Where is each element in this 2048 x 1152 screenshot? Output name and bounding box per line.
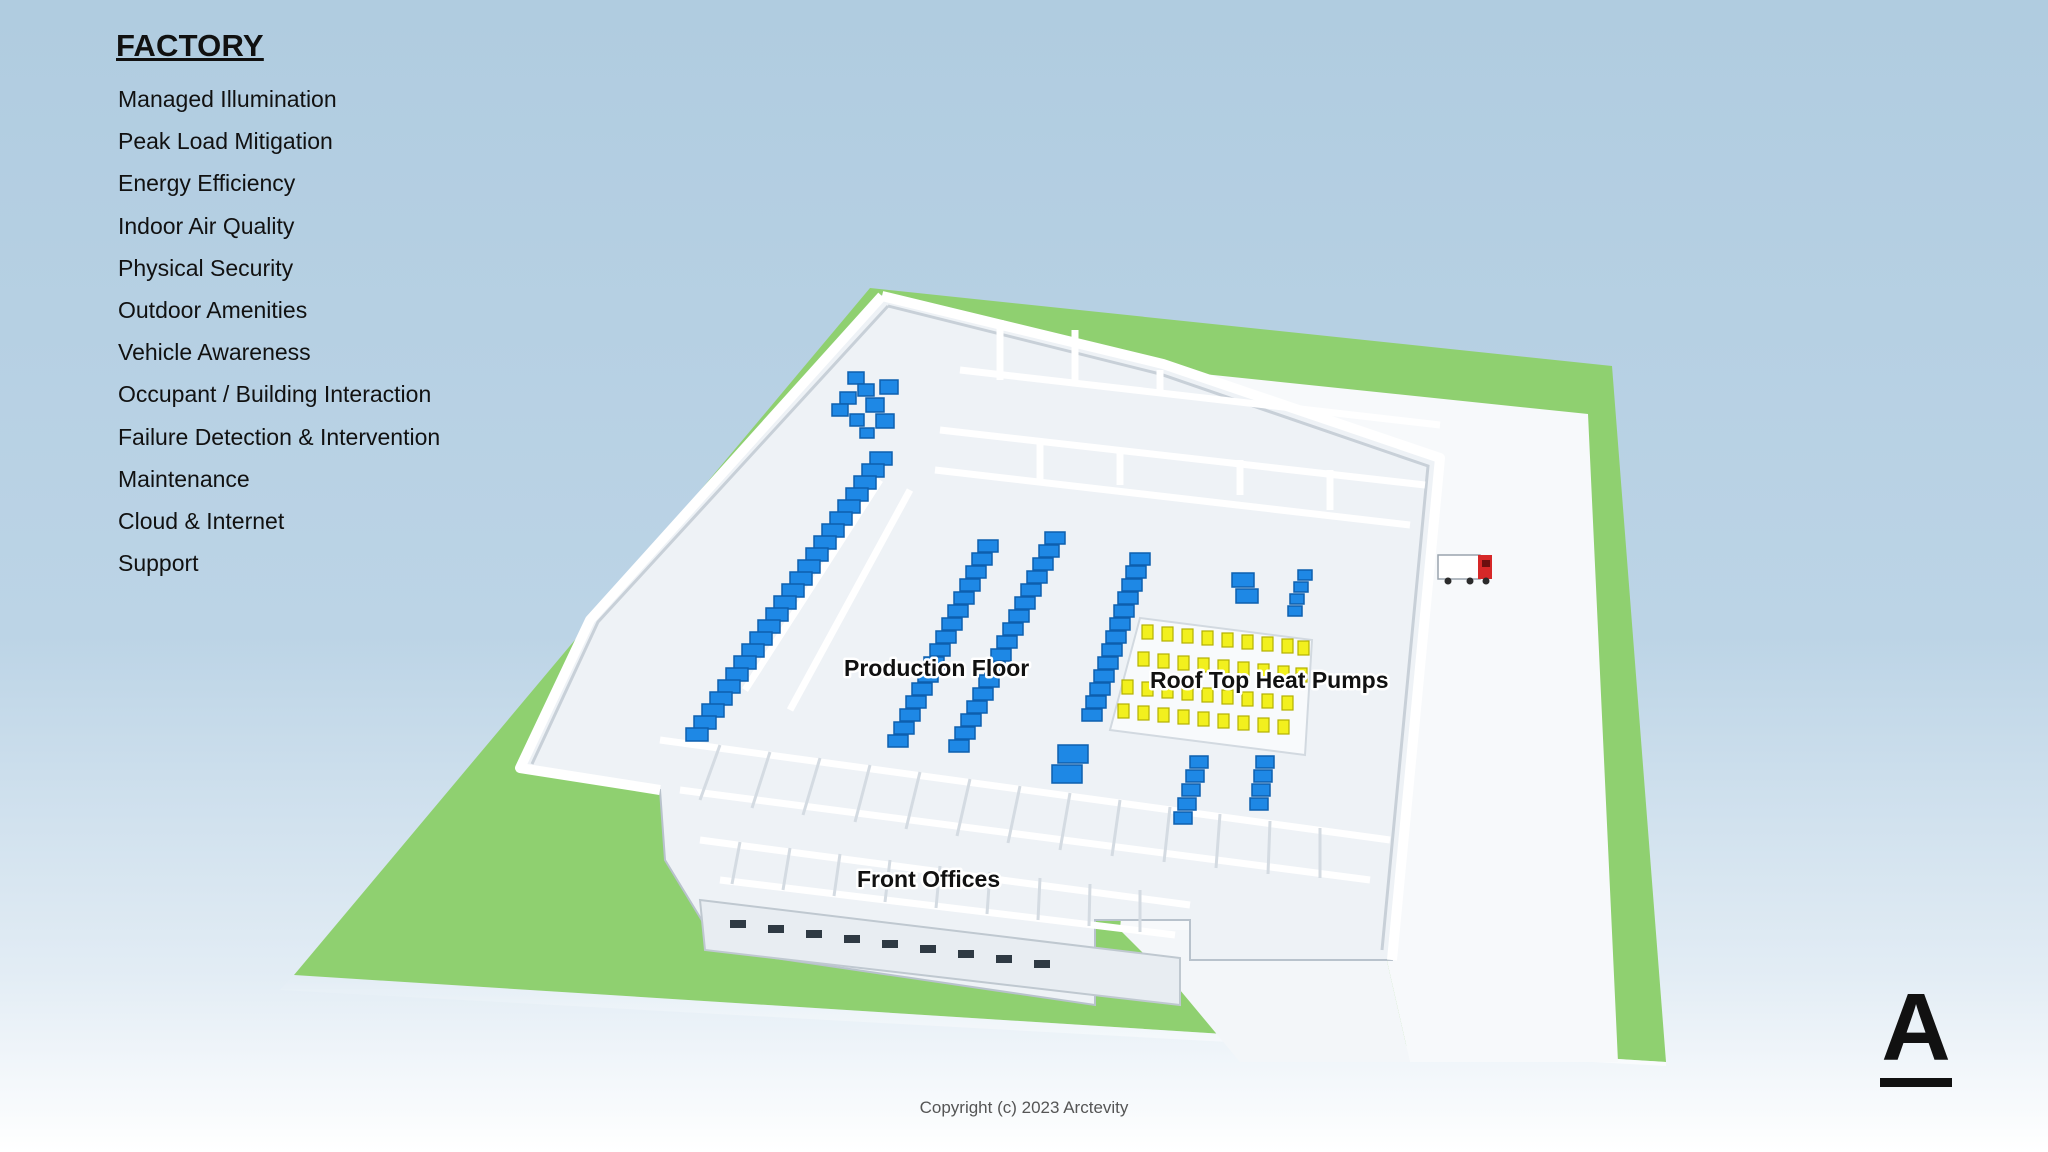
feature-sidebar: FACTORY Managed Illumination Peak Load M… <box>116 28 616 584</box>
outer-wall-shadows <box>530 304 1430 951</box>
production-equipment <box>685 371 1313 825</box>
feature-list: Managed Illumination Peak Load Mitigatio… <box>116 78 616 584</box>
label-roof-top-heat-pumps: Roof Top Heat Pumps <box>1150 667 1389 693</box>
driveway <box>1120 930 1410 1062</box>
feature-item: Outdoor Amenities <box>118 296 308 323</box>
interior-walls <box>659 320 1441 939</box>
feature-item: Vehicle Awareness <box>118 339 311 366</box>
feature-item: Cloud & Internet <box>118 507 285 534</box>
brand-logo: A <box>1880 980 1952 1087</box>
feature-item: Occupant / Building Interaction <box>118 381 432 408</box>
feature-item: Peak Load Mitigation <box>118 128 333 155</box>
heat-pump-units <box>1117 624 1310 735</box>
feature-item: Maintenance <box>118 465 250 492</box>
feature-item: Failure Detection & Intervention <box>118 423 441 450</box>
logo-underline <box>1880 1078 1952 1087</box>
delivery-truck <box>1437 554 1492 585</box>
facade-windows <box>730 920 1050 968</box>
copyright-notice: Copyright (c) 2023 Arctevity <box>919 1098 1129 1117</box>
feature-item: Managed Illumination <box>118 86 337 112</box>
feature-item: Indoor Air Quality <box>118 212 295 239</box>
front-facade <box>698 898 1181 1007</box>
feature-item: Energy Efficiency <box>118 170 296 197</box>
label-production-floor: Production Floor <box>844 655 1029 681</box>
feature-item: Support <box>118 550 199 577</box>
label-front-offices: Front Offices <box>857 866 1000 892</box>
logo-letter: A <box>1881 980 1950 1081</box>
sidebar-title: FACTORY <box>116 28 264 63</box>
office-partitions <box>698 744 1322 932</box>
feature-item: Physical Security <box>118 254 294 281</box>
